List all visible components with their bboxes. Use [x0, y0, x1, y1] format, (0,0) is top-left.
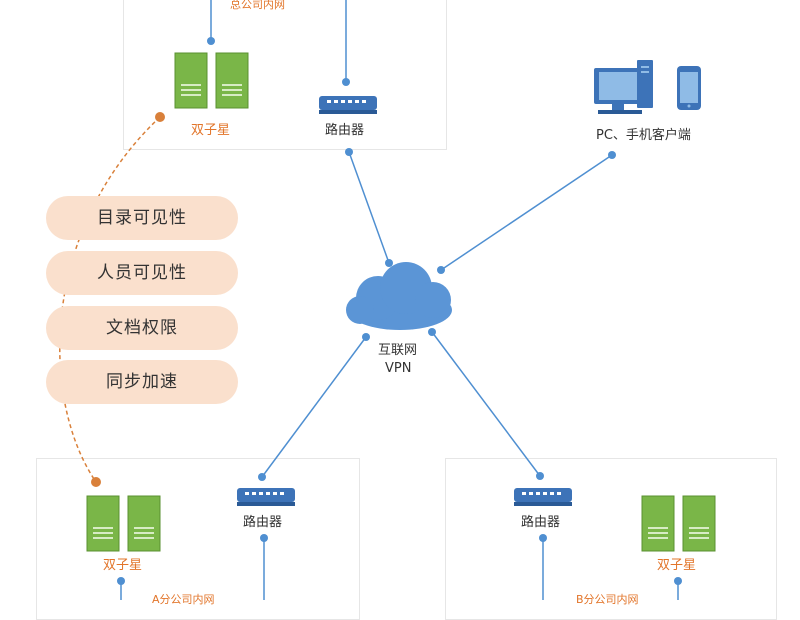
hq-router-to-cloud-link: [348, 151, 390, 264]
network-diagram-canvas: [59, 0, 716, 600]
server-sync-dashed-link: [59, 116, 161, 483]
phone-icon: [677, 66, 701, 110]
feature-pill-directory-visibility: 目录可见性: [46, 196, 238, 240]
feature-pill-member-visibility: 人员可见性: [46, 251, 238, 295]
hq-router-label: 路由器: [325, 123, 365, 138]
pc-icon: [594, 60, 653, 114]
branch-b-network-frame: [445, 458, 777, 620]
branch-a-router-label: 路由器: [243, 515, 283, 530]
branch-b-server-icon: [641, 495, 716, 552]
branch-b-network-label: B分公司内网: [576, 593, 639, 606]
client-to-cloud-link: [440, 154, 613, 271]
branch-b-router-label: 路由器: [521, 515, 561, 530]
hq-server-label: 双子星: [191, 123, 231, 138]
cloud-label-vpn: VPN: [385, 361, 412, 376]
cloud-to-branch-a-link: [261, 336, 367, 478]
hq-server-icon: [174, 52, 249, 109]
client-label: PC、手机客户端: [596, 128, 691, 143]
hq-network-label: 总公司内网: [230, 0, 285, 11]
branch-a-router-icon: [237, 488, 295, 506]
branch-a-server-label: 双子星: [103, 558, 143, 573]
feature-pill-sync-acceleration: 同步加速: [46, 360, 238, 404]
branch-a-network-label: A分公司内网: [152, 593, 215, 606]
feature-pill-document-permission: 文档权限: [46, 306, 238, 350]
branch-b-router-icon: [514, 488, 572, 506]
cloud-label-internet: 互联网: [378, 343, 418, 358]
cloud-to-branch-b-link: [431, 331, 541, 477]
branch-a-server-icon: [86, 495, 161, 552]
cloud-icon: [346, 262, 452, 330]
hq-router-icon: [319, 96, 377, 114]
branch-b-server-label: 双子星: [657, 558, 697, 573]
